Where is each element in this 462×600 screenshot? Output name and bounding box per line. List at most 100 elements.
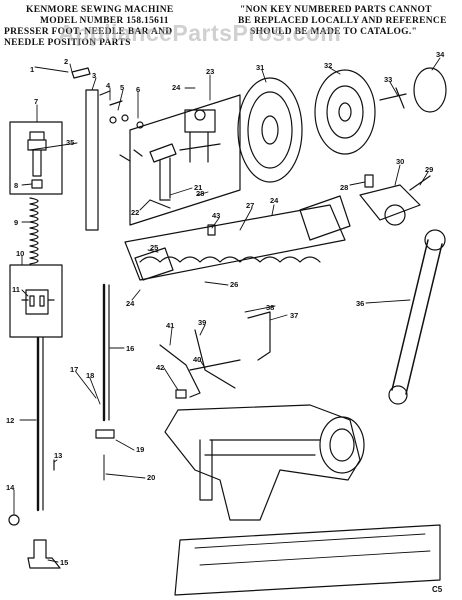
callout-40: 40 bbox=[193, 355, 201, 364]
callout-37: 37 bbox=[290, 311, 298, 320]
callout-7: 7 bbox=[34, 97, 38, 106]
callout-25: 25 bbox=[150, 243, 158, 252]
callout-9: 9 bbox=[14, 218, 18, 227]
link-pivot bbox=[194, 109, 206, 121]
presser-bar-spring bbox=[29, 197, 39, 265]
notice-line1: "NON KEY NUMBERED PARTS CANNOT bbox=[240, 5, 432, 15]
gear-screw-part bbox=[379, 87, 407, 109]
presser-spring-inset-box bbox=[9, 121, 63, 195]
screw-42 bbox=[175, 389, 187, 399]
callout-42: 42 bbox=[156, 363, 164, 372]
frame-linkage bbox=[99, 90, 123, 106]
screw-43 bbox=[207, 224, 216, 236]
leader-lines bbox=[13, 57, 441, 563]
callout-27: 27 bbox=[246, 201, 254, 210]
callout-1: 1 bbox=[30, 65, 34, 74]
callout-32: 32 bbox=[324, 61, 332, 70]
callout-35: 35 bbox=[66, 138, 74, 147]
callout-15: 15 bbox=[60, 558, 68, 567]
callout-29: 29 bbox=[425, 165, 433, 174]
gear-32 bbox=[314, 69, 376, 155]
model-title-line3: PRESSER FOOT, NEEDLE BAR AND bbox=[4, 27, 173, 37]
needle-clamp bbox=[95, 429, 115, 439]
callout-34: 34 bbox=[436, 50, 445, 59]
callout-38: 38 bbox=[266, 303, 274, 312]
washer-part bbox=[121, 114, 129, 122]
large-gear-31-hub bbox=[247, 91, 293, 169]
callout-5: 5 bbox=[120, 83, 124, 92]
presser-guide-inset-box bbox=[9, 264, 63, 338]
callout-20: 20 bbox=[147, 473, 155, 482]
crank-pin-29 bbox=[409, 175, 431, 191]
callout-28-center: 28 bbox=[196, 189, 204, 198]
machine-arm-shaft bbox=[204, 439, 321, 456]
callout-26: 26 bbox=[230, 280, 238, 289]
watermark: AppliancePartsPros.com bbox=[58, 20, 342, 46]
machine-needle-bar-housing bbox=[199, 439, 213, 501]
callout-43: 43 bbox=[212, 211, 220, 220]
presser-bar-guide-part bbox=[27, 131, 47, 177]
callout-4: 4 bbox=[106, 81, 111, 90]
callout-24-lower: 24 bbox=[126, 299, 135, 308]
main-shaft-cams bbox=[139, 256, 321, 263]
crank-bracket-hub bbox=[384, 204, 406, 226]
callout-19: 19 bbox=[136, 445, 144, 454]
model-title-line1: KENMORE SEWING MACHINE bbox=[26, 5, 174, 15]
connecting-rod-top-eye bbox=[424, 229, 446, 251]
callout-6: 6 bbox=[136, 85, 140, 94]
small-spring-part bbox=[119, 149, 143, 162]
callout-23: 23 bbox=[206, 67, 214, 76]
set-screw-28 bbox=[364, 174, 374, 188]
callout-41: 41 bbox=[166, 321, 174, 330]
callout-11: 11 bbox=[12, 285, 20, 294]
callout-8: 8 bbox=[14, 181, 18, 190]
callout-33: 33 bbox=[384, 75, 392, 84]
connecting-rod-36 bbox=[391, 239, 443, 395]
notice-line2: BE REPLACED LOCALLY AND REFERENCE bbox=[238, 16, 447, 26]
callout-24-right: 24 bbox=[270, 196, 279, 205]
gear-32-hub bbox=[326, 85, 364, 139]
callout-28-right: 28 bbox=[340, 183, 348, 192]
callout-3: 3 bbox=[92, 71, 96, 80]
presser-thumb-screw bbox=[8, 514, 20, 526]
gear-32-center bbox=[338, 102, 352, 122]
crank-bracket-30 bbox=[359, 184, 421, 221]
large-gear-31-center bbox=[261, 115, 279, 145]
machine-bed-detail bbox=[194, 533, 431, 566]
model-title-line2: MODEL NUMBER 158.15611 bbox=[40, 16, 169, 26]
callout-2: 2 bbox=[64, 57, 68, 66]
presser-guide-bracket-part bbox=[21, 289, 55, 315]
washer-part bbox=[136, 121, 144, 129]
main-shaft-envelope bbox=[124, 204, 346, 281]
presser-foot bbox=[27, 539, 61, 569]
thread-guide-part bbox=[71, 67, 91, 79]
machine-bed bbox=[174, 524, 441, 596]
handwheel-hub bbox=[329, 428, 355, 462]
notice-line3: SHOULD BE MADE TO CATALOG." bbox=[250, 27, 418, 37]
callout-12: 12 bbox=[6, 416, 14, 425]
callout-39: 39 bbox=[198, 318, 206, 327]
shaft-end-cam bbox=[299, 195, 351, 241]
model-title-line4: NEEDLE POSITION PARTS bbox=[4, 38, 131, 48]
callout-24-upper: 24 bbox=[172, 83, 181, 92]
needle-bar-crank-inset-box bbox=[129, 94, 241, 226]
callout-22: 22 bbox=[131, 208, 139, 217]
callout-10: 10 bbox=[16, 249, 24, 258]
cover-plate-34 bbox=[413, 67, 447, 113]
diagram-code: C5 bbox=[432, 585, 443, 594]
lever-39 bbox=[194, 329, 236, 389]
callout-labels: 1 2 3 4 5 6 7 8 9 10 11 12 13 14 15 16 1… bbox=[6, 50, 445, 594]
callout-30: 30 bbox=[396, 157, 404, 166]
connecting-rod-bottom-eye bbox=[388, 385, 408, 405]
lever-37 bbox=[247, 311, 271, 361]
handwheel bbox=[319, 416, 365, 474]
needle-bar-crank bbox=[149, 143, 177, 209]
callout-17: 17 bbox=[70, 365, 78, 374]
callout-14: 14 bbox=[6, 483, 15, 492]
lever-40 bbox=[189, 359, 241, 371]
callout-31: 31 bbox=[256, 63, 264, 72]
callout-18: 18 bbox=[86, 371, 94, 380]
callout-16: 16 bbox=[126, 344, 134, 353]
